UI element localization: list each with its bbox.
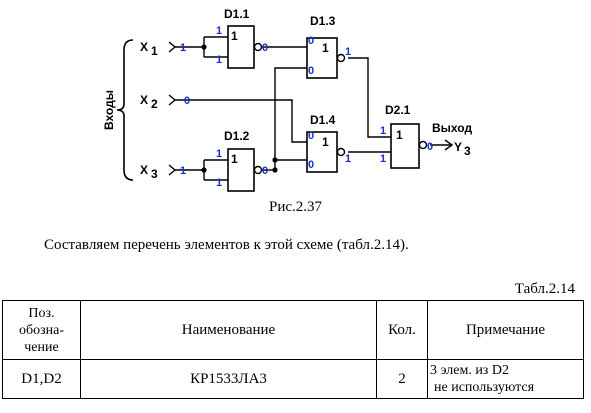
junction-dot <box>201 167 207 173</box>
logic-circuit-diagram: Входы X 1 X 2 X 3 <box>102 7 472 192</box>
svg-text:D1.4: D1.4 <box>310 113 336 127</box>
svg-text:1: 1 <box>345 46 351 58</box>
figure-caption: Рис.2.37 <box>268 199 323 215</box>
input-x3-arrow <box>168 164 177 176</box>
svg-text:1: 1 <box>231 152 238 166</box>
table-row: D1,D2 КР1533ЛА3 2 3 элем. из D2 не испол… <box>2 359 584 399</box>
table-label: Табл.2.14 <box>514 281 575 297</box>
svg-text:3: 3 <box>464 144 471 158</box>
element-list-table: Поз. обозна- чение Наименование Кол. При… <box>2 300 584 399</box>
circuit-wires <box>175 36 451 181</box>
svg-text:1: 1 <box>216 148 222 160</box>
svg-text:X: X <box>140 163 148 177</box>
svg-text:2: 2 <box>151 97 158 111</box>
svg-text:1: 1 <box>180 165 186 177</box>
body-paragraph: Составляем перечень элементов к этой схе… <box>44 237 409 253</box>
input-x1-label: X 1 <box>140 40 158 58</box>
cell-name: КР1533ЛА3 <box>80 359 377 399</box>
svg-text:1: 1 <box>322 41 329 55</box>
svg-text:1: 1 <box>231 29 238 43</box>
svg-text:1: 1 <box>216 177 222 189</box>
svg-text:0: 0 <box>308 35 314 47</box>
svg-text:1: 1 <box>322 135 329 149</box>
output-label: Выход <box>432 121 472 135</box>
svg-text:D1.2: D1.2 <box>224 129 250 143</box>
cell-quantity: 2 <box>376 359 428 399</box>
svg-text:1: 1 <box>380 153 386 165</box>
svg-text:0: 0 <box>262 165 268 177</box>
svg-text:0: 0 <box>427 141 433 153</box>
svg-text:0: 0 <box>184 95 190 107</box>
svg-text:D1.1: D1.1 <box>224 7 250 21</box>
header-position: Поз. обозна- чение <box>2 300 81 360</box>
svg-text:0: 0 <box>308 159 314 171</box>
svg-text:0: 0 <box>262 42 268 54</box>
output-y3-label: Y 3 <box>454 140 471 158</box>
svg-text:1: 1 <box>396 128 403 142</box>
gate-d1-4: 1 D1.4 <box>306 113 346 173</box>
svg-text:Y: Y <box>454 140 462 154</box>
gate-d2-1: 1 D2.1 <box>385 103 428 169</box>
output-arrow <box>444 139 454 151</box>
svg-text:X: X <box>140 40 148 54</box>
input-x1-arrow <box>168 41 177 53</box>
svg-text:1: 1 <box>216 25 222 37</box>
svg-text:1: 1 <box>180 42 186 54</box>
header-note: Примечание <box>427 300 584 360</box>
junction-dot <box>272 157 278 163</box>
svg-text:0: 0 <box>308 130 314 142</box>
cell-position: D1,D2 <box>2 359 81 399</box>
svg-text:1: 1 <box>345 153 351 165</box>
gate-d1-2: 1 D1.2 <box>224 129 263 192</box>
input-x3-label: X 3 <box>140 163 158 181</box>
svg-text:1: 1 <box>216 54 222 66</box>
cell-note: 3 элем. из D2 не используются <box>427 359 584 399</box>
svg-text:0: 0 <box>308 65 314 77</box>
header-name: Наименование <box>80 300 377 360</box>
logic-values: 1 1 1 0 0 1 1 1 0 0 0 1 0 0 1 1 1 0 <box>180 25 433 189</box>
junction-dot <box>201 44 207 50</box>
header-quantity: Кол. <box>376 300 428 360</box>
svg-text:X: X <box>140 93 148 107</box>
svg-text:1: 1 <box>151 44 158 58</box>
input-x2-label: X 2 <box>140 93 158 111</box>
inputs-brace <box>116 39 134 181</box>
gate-d1-3: 1 D1.3 <box>306 14 346 79</box>
inputs-side-label: Входы <box>102 90 116 130</box>
input-x2-arrow <box>168 94 177 106</box>
junction-dot <box>272 167 278 173</box>
svg-text:D1.3: D1.3 <box>310 14 336 28</box>
table-header-row: Поз. обозна- чение Наименование Кол. При… <box>2 300 584 360</box>
svg-text:1: 1 <box>380 125 386 137</box>
gate-d1-1: 1 D1.1 <box>224 7 263 69</box>
svg-text:3: 3 <box>151 167 158 181</box>
svg-text:D2.1: D2.1 <box>385 103 411 117</box>
